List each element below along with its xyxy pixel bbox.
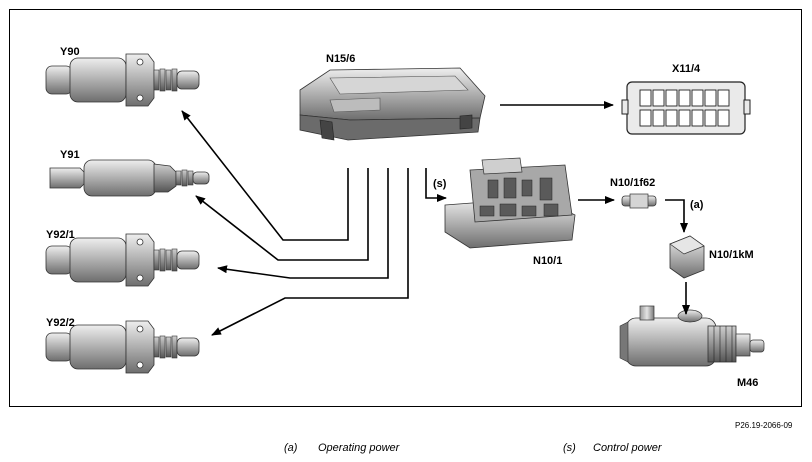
fuse-n10-1f62 xyxy=(621,193,657,209)
label-n10-1: N10/1 xyxy=(533,255,562,267)
wire-to-y92-2 xyxy=(211,168,409,336)
relay-n10-1km xyxy=(669,235,705,279)
wire-fuse-to-relay xyxy=(665,199,688,233)
label-y92-1: Y92/1 xyxy=(46,229,75,241)
valve-y92-1 xyxy=(45,233,200,287)
wiring xyxy=(181,101,690,336)
reference-number: P26.19-2066-09 xyxy=(735,421,793,430)
wire-to-y90 xyxy=(181,110,349,241)
wire-control-power-to-n10-1 xyxy=(425,168,447,202)
label-y90: Y90 xyxy=(60,46,80,58)
legend-s-key: (s) xyxy=(563,442,576,454)
label-n15-6: N15/6 xyxy=(326,53,355,65)
label-y91: Y91 xyxy=(60,149,80,161)
valve-y90 xyxy=(45,53,200,107)
valve-y91 xyxy=(49,159,210,197)
module-n10-1 xyxy=(444,157,576,249)
label-y92-2: Y92/2 xyxy=(46,317,75,329)
wire-to-y92-1 xyxy=(217,168,389,279)
control-unit-n15-6 xyxy=(299,67,486,141)
legend-a-text: Operating power xyxy=(318,442,401,454)
label-signal-s: (s) xyxy=(433,178,447,190)
label-m46: M46 xyxy=(737,377,758,389)
label-n10-1km: N10/1kM xyxy=(709,249,754,261)
label-n10-1f62: N10/1f62 xyxy=(610,177,655,189)
legend-a-key: (a) xyxy=(284,442,298,454)
motor-m46 xyxy=(619,305,765,367)
connector-x11-4 xyxy=(621,81,751,135)
label-signal-a: (a) xyxy=(690,199,704,211)
legend-s-text: Control power xyxy=(593,442,663,454)
wire-to-y91 xyxy=(195,168,369,261)
label-x11-4: X11/4 xyxy=(672,63,701,75)
